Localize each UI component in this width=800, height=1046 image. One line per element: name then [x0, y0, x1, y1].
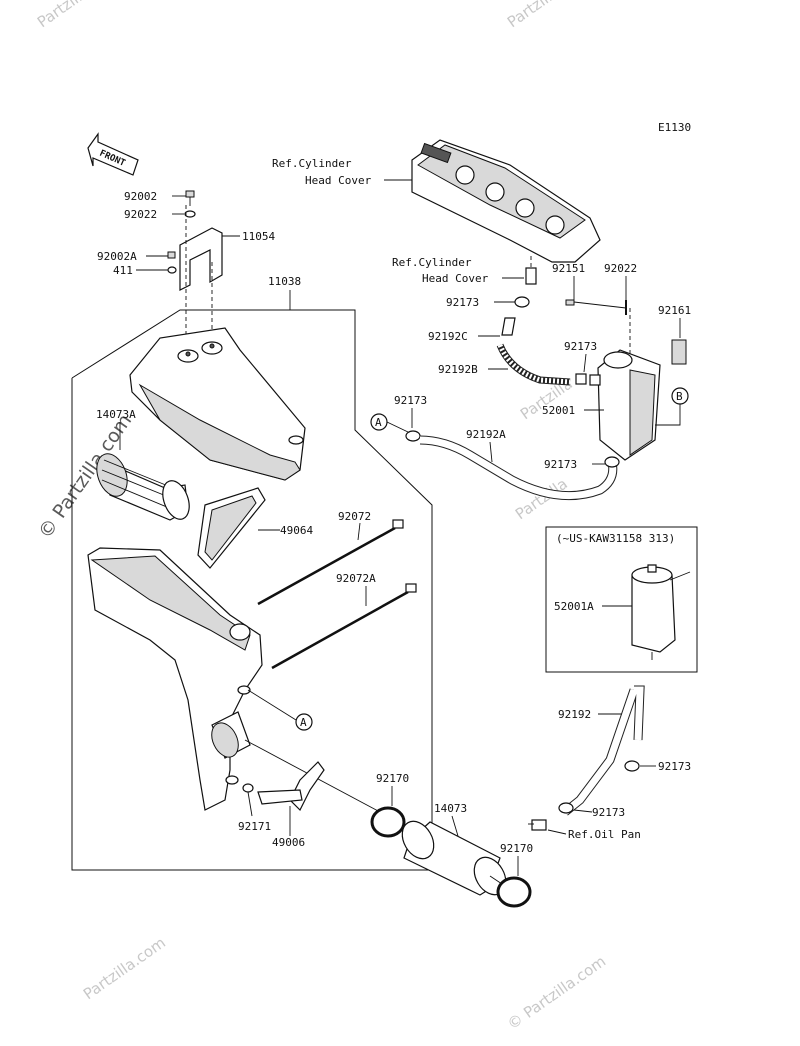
label-92173-d: 92173: [544, 458, 577, 471]
separator-tank-52001A-icon: [631, 564, 691, 660]
label-92170-right: 92170: [500, 842, 533, 855]
clamp-92173-b-icon: [575, 373, 587, 385]
clamp-92173-e-icon: [624, 760, 640, 772]
label-92192: 92192: [558, 708, 591, 721]
label-92022-right: 92022: [604, 262, 637, 275]
label-92072: 92072: [338, 510, 371, 523]
tie-strap-92072-icon: [257, 519, 404, 606]
ref-cylinder-head-cover-top-line1: Ref.Cylinder: [272, 157, 352, 170]
label-92192C: 92192C: [428, 330, 468, 343]
bracket-11054-icon: [179, 227, 223, 291]
case-outlet-icon: [211, 711, 251, 759]
clamp-92173-c-icon: [405, 430, 421, 442]
ref-cylinder-head-cover-mid-line1: Ref.Cylinder: [392, 256, 472, 269]
label-92022-left: 92022: [124, 208, 157, 221]
breather-nipple-icon: [525, 256, 537, 285]
label-92151: 92151: [552, 262, 585, 275]
label-92002: 92002: [124, 190, 157, 203]
label-49006: 49006: [272, 836, 305, 849]
front-arrow-icon: FRONT: [87, 132, 139, 176]
label-92072A: 92072A: [336, 572, 376, 585]
hose-49006-icon: [257, 761, 325, 812]
diagram-code: E1130: [658, 121, 691, 134]
ref-cylinder-head-cover-mid-line2: Head Cover: [422, 272, 489, 285]
assembly-outline-11038: [71, 309, 433, 871]
hose-92192C-icon: [496, 317, 571, 386]
oil-pan-fitting-icon: [528, 819, 547, 831]
label-92192A: 92192A: [466, 428, 506, 441]
clamp-92173-f-icon: [558, 802, 574, 814]
watermark-bottom-left: Partzilla.com: [80, 933, 169, 1003]
nut-411-icon: [167, 266, 177, 274]
ref-cylinder-head-cover-top-line2: Head Cover: [305, 174, 372, 187]
washer-92022-icon: [184, 210, 196, 218]
clamp-92170-left-icon: [370, 806, 406, 838]
label-14073A: 14073A: [96, 408, 136, 421]
bolt-92002A-icon: [167, 251, 176, 259]
marker-a-lower-label: A: [300, 716, 307, 729]
clamp-92173-d-icon: [604, 456, 620, 468]
cylinder-head-cover-icon: [411, 139, 601, 263]
filter-14073A-icon: [96, 453, 190, 521]
airbox-case-icon: [87, 547, 263, 811]
label-92173-e: 92173: [658, 760, 691, 773]
label-49064: 49064: [280, 524, 313, 537]
separator-tank-52001-icon: [589, 349, 661, 461]
bolt-92002-icon: [185, 190, 195, 206]
label-92002A: 92002A: [97, 250, 137, 263]
label-92170-left: 92170: [376, 772, 409, 785]
watermark-top-right: Partzilla: [504, 0, 563, 31]
label-92173-a: 92173: [446, 296, 479, 309]
inset-box: (~US-KAW31158 313) 52001A: [545, 526, 698, 673]
label-92173-f: 92173: [592, 806, 625, 819]
label-92161: 92161: [658, 304, 691, 317]
hose-92192A-icon: [419, 435, 618, 501]
clamp-92170-right-icon: [496, 876, 532, 908]
label-411: 411: [113, 264, 133, 277]
label-14073: 14073: [434, 802, 467, 815]
clamp-92171-icon: [242, 783, 254, 793]
label-11038: 11038: [268, 275, 301, 288]
marker-a-upper-label: A: [375, 416, 382, 429]
label-92173-c: 92173: [394, 394, 427, 407]
label-52001: 52001: [542, 404, 575, 417]
label-52001A: 52001A: [554, 600, 594, 613]
cushion-92161-icon: [671, 339, 687, 365]
clamp-92173-a-icon: [514, 296, 530, 308]
label-11054: 11054: [242, 230, 275, 243]
label-92192B: 92192B: [438, 363, 478, 376]
duct-14073-icon: [401, 820, 507, 896]
ref-oil-pan: Ref.Oil Pan: [568, 828, 641, 841]
airbox-lid-icon: [129, 327, 306, 481]
marker-a-lower: [295, 713, 313, 731]
tie-strap-92072A-icon: [271, 583, 417, 670]
watermark-top-left: Partzilla: [34, 0, 93, 31]
label-92173-b: 92173: [564, 340, 597, 353]
label-92171: 92171: [238, 820, 271, 833]
gasket-49064-icon: [197, 487, 266, 569]
screw-92151-icon: [565, 299, 627, 309]
marker-b-label: B: [676, 390, 683, 403]
inset-title: (~US-KAW31158 313): [556, 532, 675, 545]
watermark-bottom-right: © Partzilla.com: [504, 952, 609, 1033]
